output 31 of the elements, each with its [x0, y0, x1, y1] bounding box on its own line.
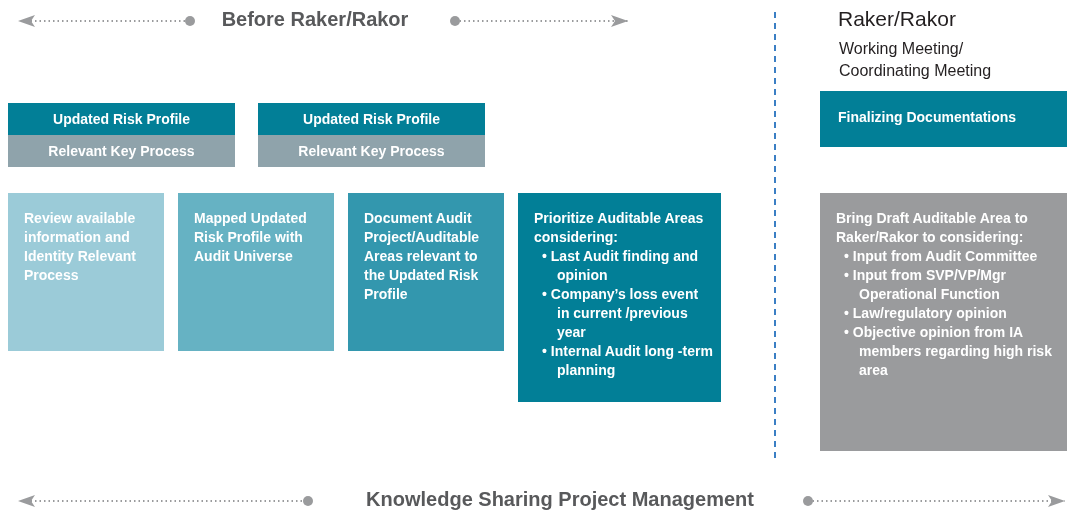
bullet-item: • Internal Audit long -term planning: [542, 342, 713, 380]
label-bar: [258, 135, 485, 167]
step-text: Review available information and Identity Relevant Process: [24, 209, 138, 285]
bullet-item: • Company’s loss event in current /previous year: [542, 285, 700, 342]
step-text: Updated Risk Profile: [53, 109, 190, 129]
label-bar: [8, 135, 235, 167]
bullet-item: • Law/regulatory opinion: [844, 304, 1008, 323]
label-bar: [8, 103, 235, 135]
heading-text: Before Raker/Rakor: [220, 8, 410, 30]
step-text: Finalizing Documentations: [838, 107, 1018, 127]
step-card: [178, 193, 334, 351]
step-card: [820, 193, 1067, 451]
label-bar: [258, 103, 485, 135]
step-card: [8, 193, 164, 351]
step-text: Prioritize Auditable Areas considering:: [534, 209, 705, 247]
step-card: [518, 193, 721, 402]
bullet-item: • Input from Audit Committee: [844, 247, 1039, 266]
step-text: Updated Risk Profile: [303, 109, 440, 129]
step-text: Relevant Key Process: [298, 141, 445, 161]
step-text: Document Audit Project/Auditable Areas relevant to the Updated Risk Profile: [364, 209, 481, 304]
heading-text: Raker/Rakor: [838, 8, 957, 30]
step-text: Relevant Key Process: [48, 141, 195, 161]
heading-text: Working Meeting/ Coordinating Meeting: [839, 39, 993, 81]
heading-text: Knowledge Sharing Project Management: [365, 488, 755, 510]
step-text: Mapped Updated Risk Profile with Audit Universe: [194, 209, 308, 266]
bullet-item: • Objective opinion from IA members regarding high risk area: [844, 323, 1053, 380]
step-text: Bring Draft Auditable Area to Raker/Rakor to considering:: [836, 209, 1029, 247]
step-card: [348, 193, 504, 351]
bullet-item: • Last Audit finding and opinion: [542, 247, 700, 285]
bullet-item: • Input from SVP/VP/Mgr Operational Function: [844, 266, 1008, 304]
step-box: [820, 91, 1067, 147]
